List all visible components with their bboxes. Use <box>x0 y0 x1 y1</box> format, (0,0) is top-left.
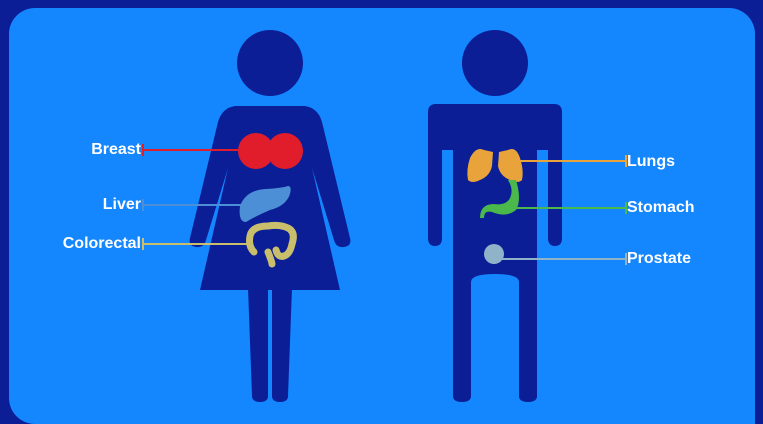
label-breast: Breast <box>91 141 141 159</box>
label-stomach: Stomach <box>627 199 695 217</box>
male-head <box>462 30 528 96</box>
label-prostate: Prostate <box>627 250 691 268</box>
prostate-icon <box>484 244 504 264</box>
label-lungs: Lungs <box>627 153 675 171</box>
male-silhouette <box>428 30 562 402</box>
label-colorectal: Colorectal <box>63 235 141 253</box>
label-liver: Liver <box>103 196 141 214</box>
female-right-leg <box>272 288 292 402</box>
female-left-leg <box>248 288 268 402</box>
female-head <box>237 30 303 96</box>
female-silhouette <box>190 30 351 402</box>
